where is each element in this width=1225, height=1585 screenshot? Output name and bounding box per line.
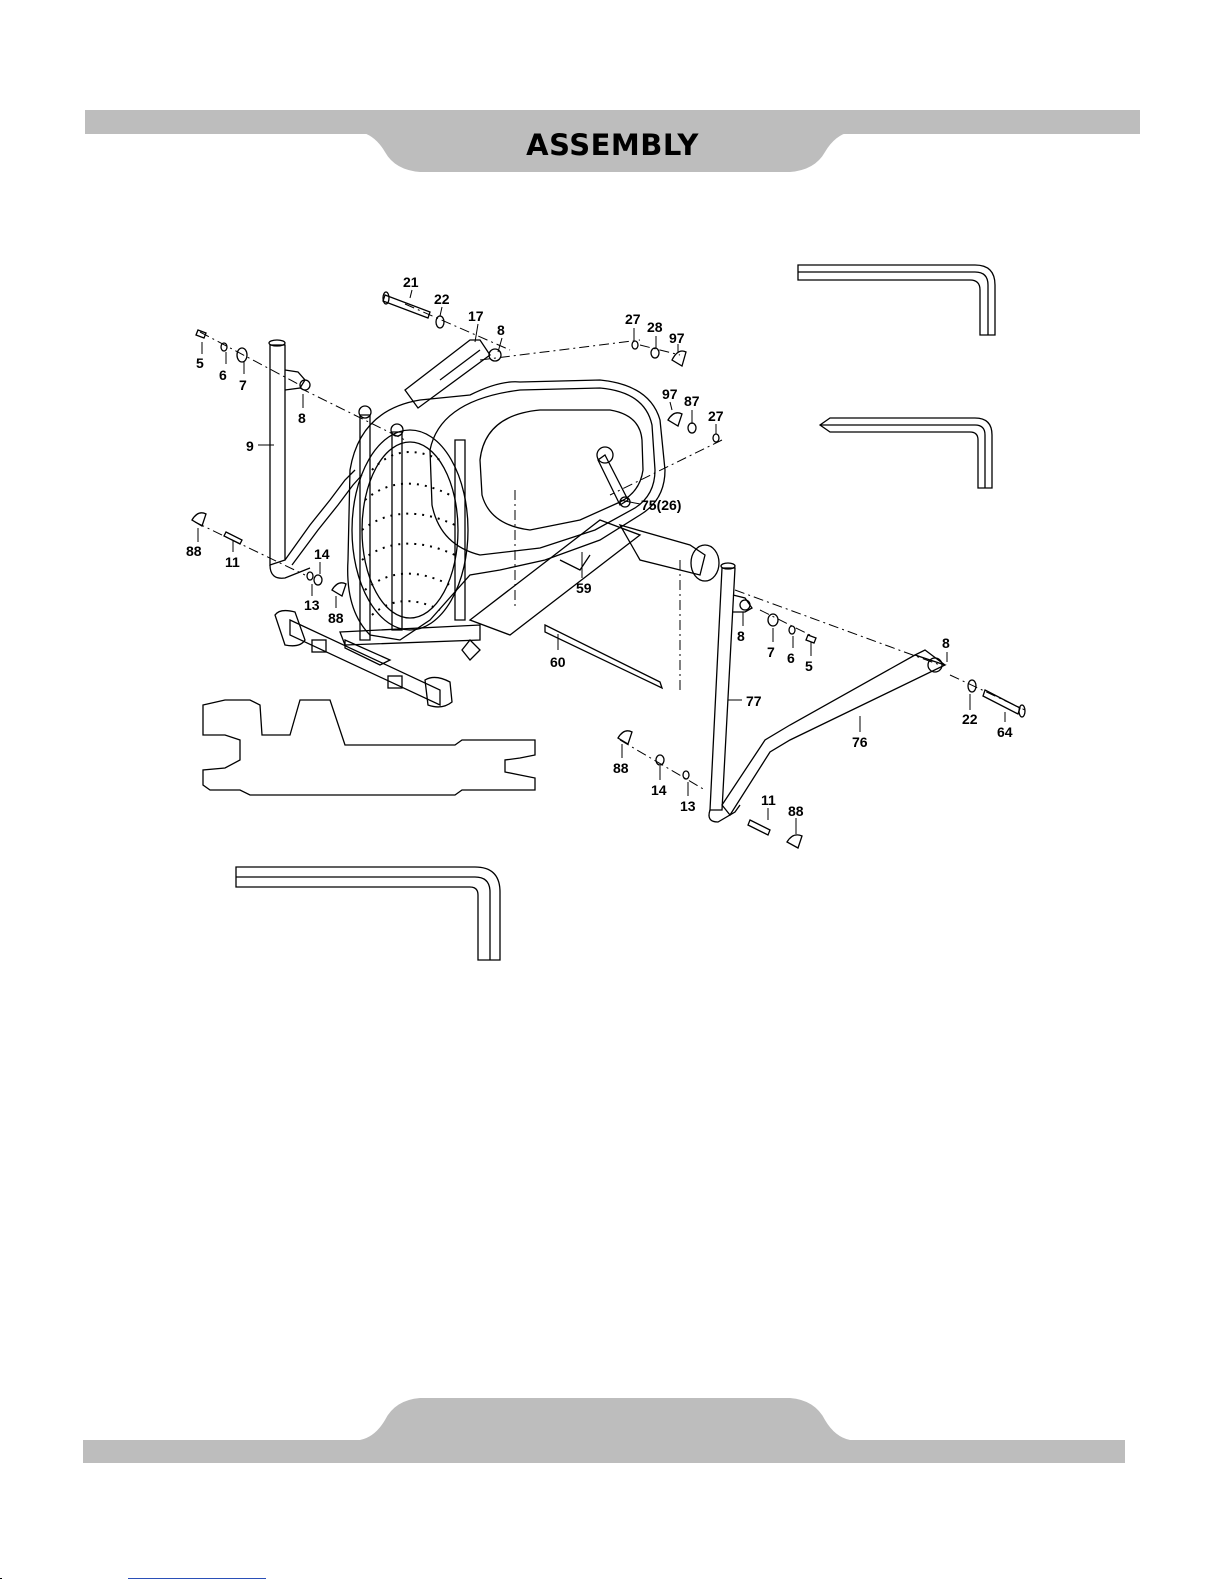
front-stabilizer xyxy=(275,611,452,707)
callout-76: 76 xyxy=(852,734,868,750)
flywheel-shroud xyxy=(348,380,665,640)
crank-arm xyxy=(597,447,630,507)
leader-lines xyxy=(198,290,1005,834)
callout-13: 13 xyxy=(304,597,320,613)
footer-link-underline[interactable] xyxy=(128,1578,266,1579)
callout-8-right: 8 xyxy=(737,628,745,644)
callout-60: 60 xyxy=(550,654,566,670)
callout-8: 8 xyxy=(497,322,505,338)
callout-75-26: 75(26) xyxy=(641,497,681,513)
callout-64: 64 xyxy=(997,724,1013,740)
callout-27-b: 27 xyxy=(708,408,724,424)
callout-11: 11 xyxy=(225,554,240,570)
callout-88-b: 88 xyxy=(328,610,344,626)
callout-14: 14 xyxy=(314,546,330,562)
allen-wrench-long-icon xyxy=(236,867,500,960)
callout-5-right: 5 xyxy=(805,658,813,674)
callout-22-right: 22 xyxy=(962,711,978,727)
upper-arm xyxy=(405,340,501,408)
screwdriver-wrench-icon xyxy=(820,418,992,488)
hardware-parts xyxy=(192,292,1025,848)
callout-5: 5 xyxy=(196,355,204,371)
open-end-wrench-icon xyxy=(203,700,535,795)
callout-6: 6 xyxy=(219,367,227,383)
callout-77: 77 xyxy=(746,693,762,709)
callout-8-left: 8 xyxy=(298,410,306,426)
callout-7-right: 7 xyxy=(767,644,775,660)
callout-11-b: 11 xyxy=(761,792,776,808)
flywheel-perforations xyxy=(362,452,455,615)
callout-88-d: 88 xyxy=(788,803,804,819)
callout-87: 87 xyxy=(684,393,700,409)
callout-28: 28 xyxy=(647,319,663,335)
callout-17: 17 xyxy=(468,308,484,324)
callout-59: 59 xyxy=(576,580,592,596)
callout-13-b: 13 xyxy=(680,798,696,814)
lower-arm xyxy=(722,650,945,815)
allen-wrench-icon xyxy=(798,265,995,335)
callout-8-far-right: 8 xyxy=(942,635,950,651)
callout-21: 21 xyxy=(403,274,419,290)
footer-mark xyxy=(0,1578,2,1579)
callout-97: 97 xyxy=(669,330,685,346)
callout-7: 7 xyxy=(239,377,247,393)
callout-27: 27 xyxy=(625,311,641,327)
footer-band xyxy=(0,1395,1225,1470)
callout-9: 9 xyxy=(246,438,254,454)
callout-14-b: 14 xyxy=(651,782,667,798)
callout-6-right: 6 xyxy=(787,650,795,666)
callout-88: 88 xyxy=(186,543,202,559)
callout-88-c: 88 xyxy=(613,760,629,776)
callout-22: 22 xyxy=(434,291,450,307)
callout-97-b: 97 xyxy=(662,386,678,402)
